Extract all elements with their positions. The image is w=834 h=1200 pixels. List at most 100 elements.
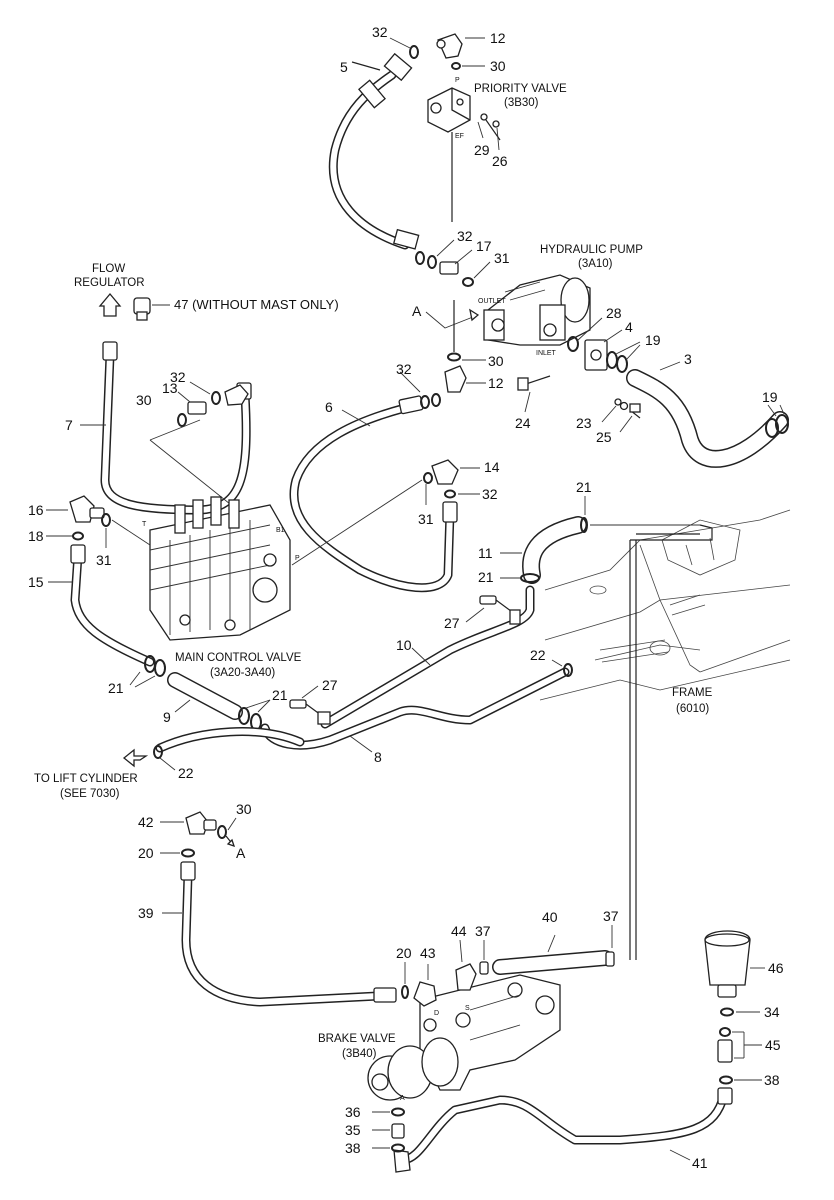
- callout-41: 41: [692, 1155, 708, 1171]
- callout-11: 11: [478, 545, 493, 561]
- callout-43: 43: [420, 945, 436, 961]
- callout-21a: 21: [108, 680, 124, 696]
- hose-11: [522, 516, 587, 584]
- fitting-elbow-7: [224, 384, 249, 406]
- clip-27-lower: [289, 699, 331, 725]
- callout-12: 12: [490, 30, 506, 46]
- pipe-lift: [155, 727, 305, 753]
- callout-44: 44: [451, 923, 467, 939]
- callout-27b: 27: [322, 677, 338, 693]
- fitting-42: [185, 811, 217, 835]
- ref-a: A: [412, 303, 422, 319]
- fitting-13: [187, 401, 207, 415]
- callout-21b: 21: [576, 479, 592, 495]
- brake-valve-label: BRAKE VALVE: [318, 1033, 396, 1045]
- port-a-label: A: [400, 1095, 405, 1102]
- frame-code: (6010): [676, 703, 709, 715]
- flow-regulator-label-2: REGULATOR: [74, 277, 145, 289]
- callout-30d: 30: [236, 801, 252, 817]
- flange-4: [584, 339, 608, 371]
- callout-26: 26: [492, 153, 508, 169]
- frame-label: FRAME: [672, 687, 713, 699]
- port-s-label: S: [465, 1005, 470, 1012]
- pipe-10: [320, 585, 535, 729]
- callout-15: 15: [28, 574, 44, 590]
- callout-30: 30: [490, 58, 506, 74]
- callout-5: 5: [340, 59, 348, 75]
- lift-arrow-icon: [122, 748, 149, 768]
- callout-4: 4: [625, 319, 633, 335]
- flow-regulator-47: [133, 297, 151, 321]
- callout-32b: 32: [457, 228, 473, 244]
- brake-valve-code: (3B40): [342, 1048, 377, 1060]
- hose-39: [180, 861, 397, 1007]
- callout-31b: 31: [418, 511, 434, 527]
- callout-8: 8: [374, 749, 382, 765]
- hydraulic-pump-code: (3A10): [578, 258, 613, 270]
- callout-24: 24: [515, 415, 531, 431]
- callout-14: 14: [484, 459, 500, 475]
- callout-21d: 21: [272, 687, 288, 703]
- callout-32d: 32: [396, 361, 412, 377]
- callout-29b: 29: [474, 142, 490, 158]
- callout-36: 36: [345, 1104, 361, 1120]
- outlet-label: OUTLET: [478, 298, 506, 305]
- lift-cylinder-label-1: TO LIFT CYLINDER: [34, 773, 138, 785]
- callout-32: 32: [372, 24, 388, 40]
- callout-30b: 30: [488, 353, 504, 369]
- fitting-45: [717, 1027, 733, 1063]
- callout-12b: 12: [488, 375, 504, 391]
- main-control-valve-code: (3A20-3A40): [210, 667, 275, 679]
- callout-6: 6: [325, 399, 333, 415]
- callout-23: 23: [576, 415, 592, 431]
- flow-arrow-icon: [98, 292, 122, 317]
- brake-valve: D S A: [367, 974, 561, 1102]
- callout-31c: 31: [96, 552, 112, 568]
- ref-a2: A: [236, 845, 246, 861]
- port-b1-label: B1: [276, 527, 285, 534]
- bolt-24: [517, 375, 551, 391]
- callout-30c: 30: [136, 392, 152, 408]
- callout-45: 45: [765, 1037, 781, 1053]
- callout-40: 40: [542, 909, 558, 925]
- callout-42: 42: [138, 814, 154, 830]
- lift-cylinder-label-2: (SEE 7030): [60, 788, 120, 800]
- inlet-label: INLET: [536, 350, 557, 357]
- port-p-label: P: [455, 77, 460, 84]
- fitting-16: [69, 495, 105, 523]
- callout-13: 13: [162, 380, 178, 396]
- callout-32e: 32: [482, 486, 498, 502]
- callout-17: 17: [476, 238, 492, 254]
- fitting-14: [431, 459, 459, 485]
- fitting-43: [413, 981, 437, 1007]
- frame-outline: [539, 509, 791, 701]
- callout-16: 16: [28, 502, 44, 518]
- callout-37b: 37: [475, 923, 491, 939]
- callout-19b: 19: [762, 389, 778, 405]
- port-ef-label: EF: [455, 133, 464, 140]
- callout-25: 25: [596, 429, 612, 445]
- callout-21c: 21: [478, 569, 494, 585]
- note-47: 47 (WITHOUT MAST ONLY): [174, 297, 339, 312]
- callout-18: 18: [28, 528, 44, 544]
- callout-20b: 20: [396, 945, 412, 961]
- callout-27a: 27: [444, 615, 460, 631]
- callout-39: 39: [138, 905, 154, 921]
- hose-3: [626, 369, 789, 468]
- priority-valve-label: PRIORITY VALVE: [474, 83, 567, 95]
- pipe-8: [260, 667, 570, 750]
- hose-9: [167, 672, 243, 720]
- hydraulic-pump-label: HYDRAULIC PUMP: [540, 244, 643, 256]
- callout-35: 35: [345, 1122, 361, 1138]
- priority-valve-code: (3B30): [504, 97, 539, 109]
- hose-15: [70, 544, 155, 667]
- main-control-valve-label: MAIN CONTROL VALVE: [175, 652, 302, 664]
- flow-regulator-label-1: FLOW: [92, 263, 125, 275]
- screw-26: [480, 113, 501, 141]
- port-d-label: D: [434, 1010, 439, 1017]
- callout-3: 3: [684, 351, 692, 367]
- hose-5: [328, 52, 420, 250]
- callout-28: 28: [606, 305, 622, 321]
- fitting-44: [455, 963, 477, 991]
